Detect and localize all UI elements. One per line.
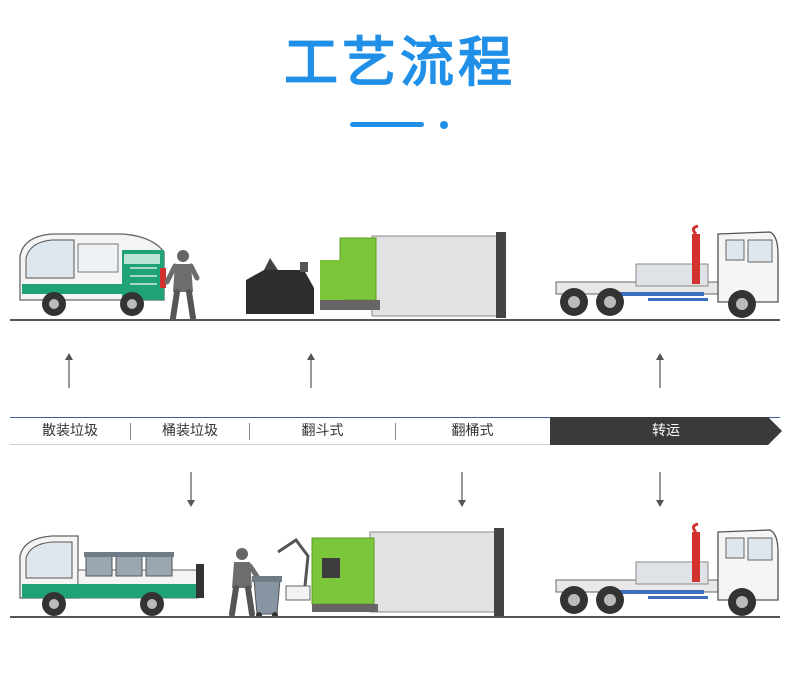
bin-carrier-truck-icon [19, 535, 204, 616]
electric-collector-truck-icon [19, 233, 166, 316]
worker-figure-icon [165, 250, 200, 320]
worker-figure-icon [229, 548, 260, 616]
waste-bin-icon [252, 576, 282, 618]
process-band-bottom-line [10, 444, 550, 445]
page-title: 工艺流程 [284, 31, 516, 94]
hook-lift-truck-icon [555, 522, 779, 616]
stage-separator [130, 423, 131, 440]
up-arrow-icon [307, 353, 315, 388]
stage-loose-waste: 散装垃圾 [42, 423, 98, 439]
up-arrow-icon [656, 353, 664, 388]
stage-separator [395, 423, 396, 440]
down-arrow-icon [187, 472, 195, 507]
down-arrow-icon [458, 472, 466, 507]
ground-line-top [10, 319, 780, 321]
bin-lifter-compactor-station-icon [277, 528, 504, 616]
hopper-compactor-station-icon [246, 232, 506, 318]
stage-tipping-hopper: 翻斗式 [301, 423, 344, 439]
stage-bin-waste: 桶装垃圾 [162, 423, 218, 439]
stage-bin-tipping: 翻桶式 [451, 423, 494, 439]
title-underline-dot [440, 121, 448, 129]
title-underline-dash [350, 122, 424, 127]
hook-lift-truck-icon [555, 224, 779, 318]
down-arrow-icon [656, 472, 664, 507]
up-arrow-icon [65, 353, 73, 388]
stage-transfer: 转运 [550, 417, 782, 445]
process-band-top-line [10, 417, 780, 418]
stage-separator [249, 423, 250, 440]
ground-line-bottom [10, 616, 780, 618]
